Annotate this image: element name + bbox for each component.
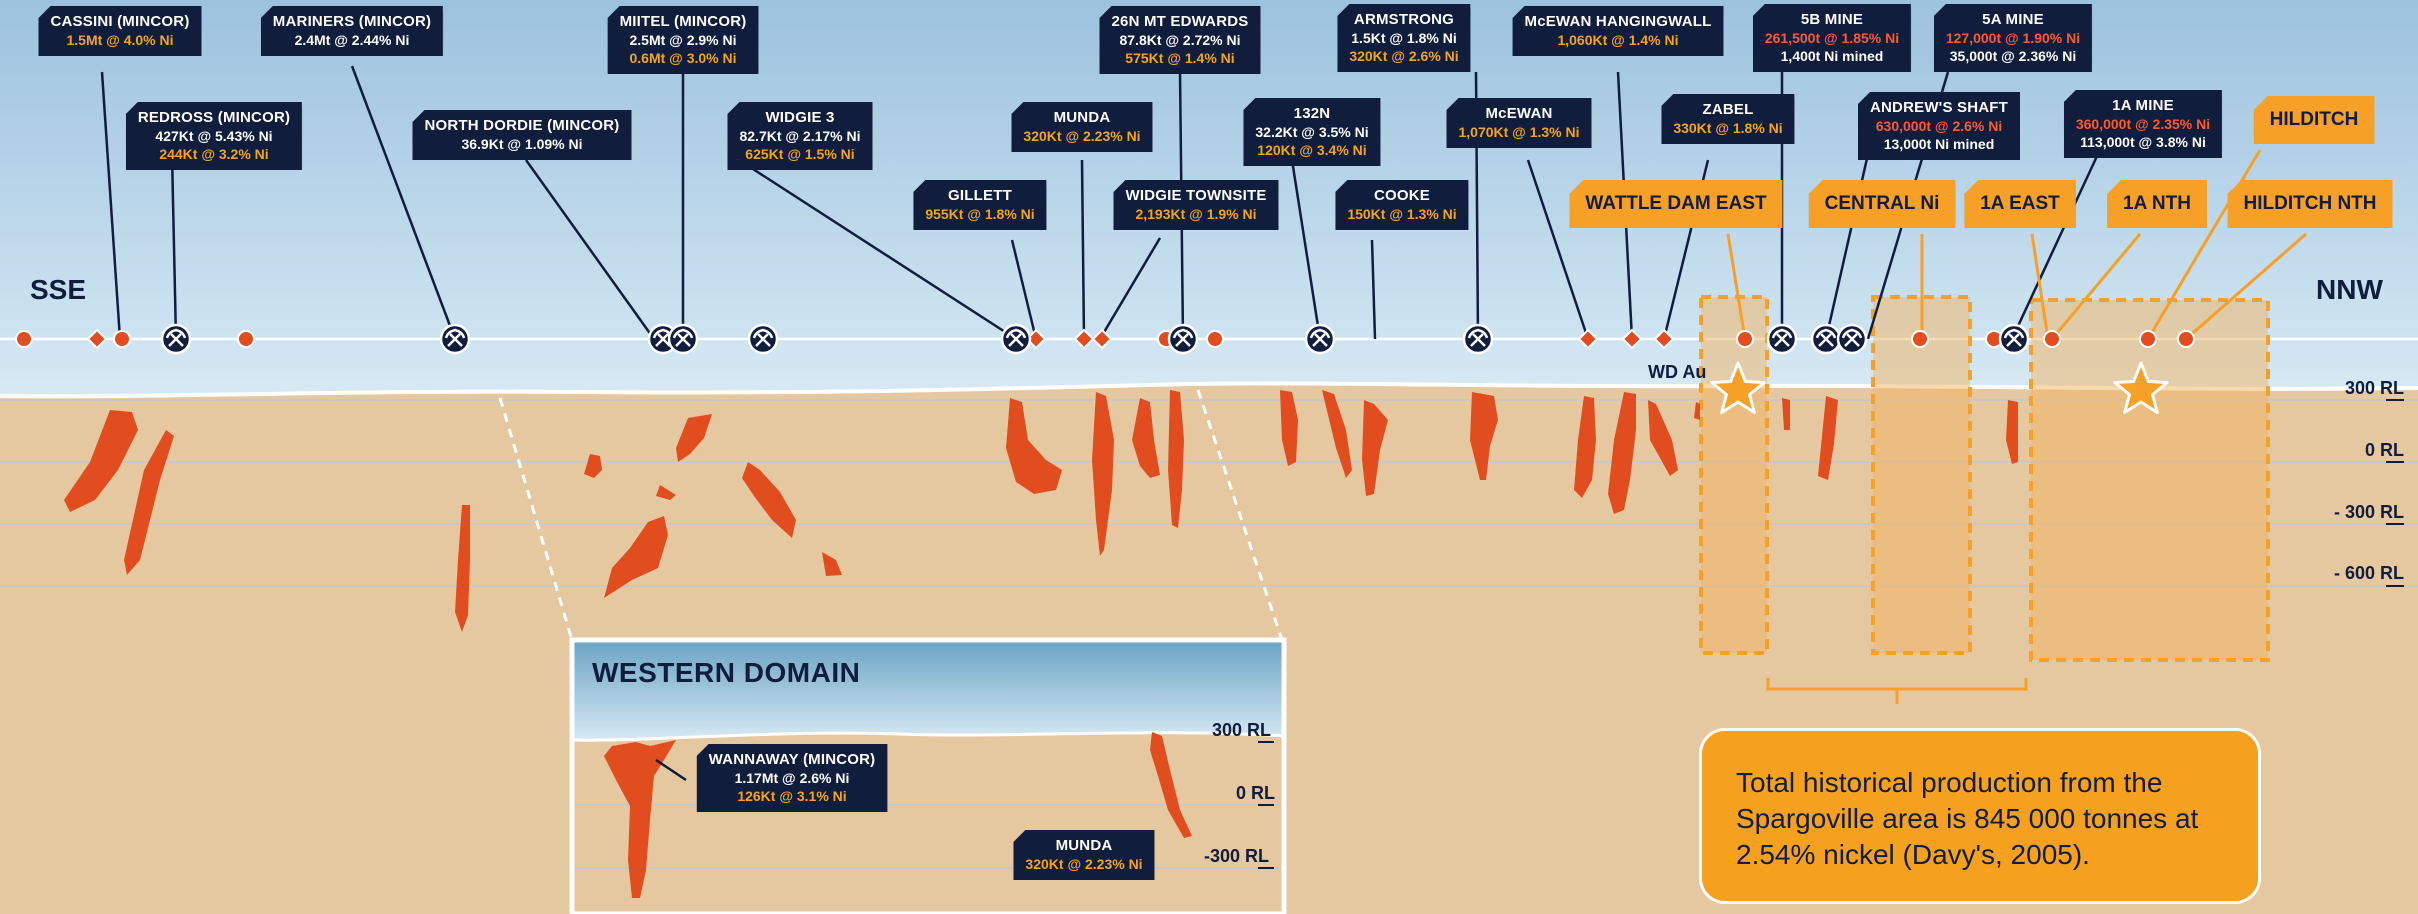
target-zones [1699,295,2270,662]
label-gillett: GILLETT 955Kt @ 1.8% Ni [913,180,1047,230]
mine-shaft-icon [1462,323,1494,355]
collar-markers [15,323,2195,355]
prospect-diamond-icon [1091,328,1113,350]
inset-rl-0: 0 RL [1236,783,1276,803]
mine-shaft-icon [1998,323,2030,355]
ore-bodies [64,390,2018,632]
inset-rl-minus-300: -300 RL [1204,846,1270,866]
mine-shaft-icon [160,323,192,355]
target-1a-east: 1A EAST [1964,180,2076,228]
target-hilditch: HILDITCH [2253,96,2375,144]
label-redross: REDROSS (MINCOR) 427Kt @ 5.43% Ni 244Kt … [125,102,303,170]
target-hilditch-nth: HILDITCH NTH [2227,180,2393,228]
label-mcewan: McEWAN 1,070Kt @ 1.3% Ni [1446,98,1592,148]
label-mariners: MARINERS (MINCOR) 2.4Mt @ 2.44% Ni [260,6,444,56]
prospect-diamond-icon [86,328,108,350]
label-north-dordie: NORTH DORDIE (MINCOR) 36.9Kt @ 1.09% Ni [412,110,632,160]
mine-shaft-icon [1304,323,1336,355]
label-cooke: COOKE 150Kt @ 1.3% Ni [1335,180,1469,230]
mine-shaft-icon [747,323,779,355]
inset-title: WESTERN DOMAIN [592,657,861,688]
label-mcewan-hangingwall: McEWAN HANGINGWALL 1,060Kt @ 1.4% Ni [1512,6,1724,56]
rl-300: 300 RL [2344,378,2404,398]
label-armstrong: ARMSTRONG 1.5Kt @ 1.8% Ni 320Kt @ 2.6% N… [1337,4,1471,72]
mine-shaft-icon [667,323,699,355]
mine-shaft-icon [439,323,471,355]
drill-dot-icon [2177,330,2195,348]
prospect-diamond-icon [1621,328,1643,350]
prospect-diamond-icon [1653,328,1675,350]
drill-dot-icon [237,330,255,348]
drill-dot-icon [2139,330,2157,348]
rl-minus-300: - 300 RL [2333,502,2404,522]
label-widgie-townsite: WIDGIE TOWNSITE 2,193Kt @ 1.9% Ni [1113,180,1279,230]
prospect-diamond-icon [1577,328,1599,350]
drill-dot-icon [15,330,33,348]
target-1a-nth: 1A NTH [2107,180,2207,228]
label-widgie-3: WIDGIE 3 82.7Kt @ 2.17% Ni 625Kt @ 1.5% … [727,102,873,170]
target-wattle-dam-east: WATTLE DAM EAST [1569,180,1783,228]
drill-dot-icon [2043,330,2061,348]
mine-shaft-icon [1167,323,1199,355]
prospect-diamond-icon [1073,328,1095,350]
rl-ticks [2386,399,2404,587]
label-1a-mine: 1A MINE 360,000t @ 2.35% Ni 113,000t @ 3… [2063,90,2223,158]
mine-shaft-icon [1000,323,1032,355]
production-note: Total historical production from the Spa… [1699,728,2261,904]
direction-nnw: NNW [2316,274,2383,305]
rl-0: 0 RL [2364,440,2404,460]
inset-label-wannaway: WANNAWAY (MINCOR) 1.17Mt @ 2.6% Ni 126Kt… [696,744,888,812]
drill-dot-icon [1911,330,1929,348]
mine-shaft-icon [1836,323,1868,355]
inset-label-munda: MUNDA 320Kt @ 2.23% Ni [1013,830,1155,880]
drill-dot-icon [1206,330,1224,348]
label-cassini: CASSINI (MINCOR) 1.5Mt @ 4.0% Ni [38,6,202,56]
rl-gridlines [0,399,2418,587]
label-26n-mt-edwards: 26N MT EDWARDS 87.8Kt @ 2.72% Ni 575Kt @… [1099,6,1261,74]
direction-sse: SSE [30,274,87,305]
inset-rl-300: 300 RL [1212,720,1272,740]
zone-bracket [1766,678,2028,704]
label-munda: MUNDA 320Kt @ 2.23% Ni [1011,102,1153,152]
label-5b-mine: 5B MINE 261,500t @ 1.85% Ni 1,400t Ni mi… [1752,4,1912,72]
mine-shaft-icon [1766,323,1798,355]
inset-connectors [498,389,1284,641]
label-5a-mine: 5A MINE 127,000t @ 1.90% Ni 35,000t @ 2.… [1933,4,2093,72]
target-central-ni: CENTRAL Ni [1808,180,1956,228]
label-miitel: MIITEL (MINCOR) 2.5Mt @ 2.9% Ni 0.6Mt @ … [607,6,759,74]
rl-minus-600: - 600 RL [2333,563,2404,583]
drill-dot-icon [113,330,131,348]
drill-dot-icon [1736,330,1754,348]
label-132n: 132N 32.2Kt @ 3.5% Ni 120Kt @ 3.4% Ni [1243,98,1381,166]
label-andrews-shaft: ANDREW'S SHAFT 630,000t @ 2.6% Ni 13,000… [1857,92,2021,160]
western-domain-inset [569,637,1287,914]
wd-au-label: WD Au [1648,362,1707,382]
gold-star-icon [1710,361,2169,414]
label-zabel: ZABEL 330Kt @ 1.8% Ni [1661,94,1795,144]
mine-shaft-icon [1810,323,1842,355]
